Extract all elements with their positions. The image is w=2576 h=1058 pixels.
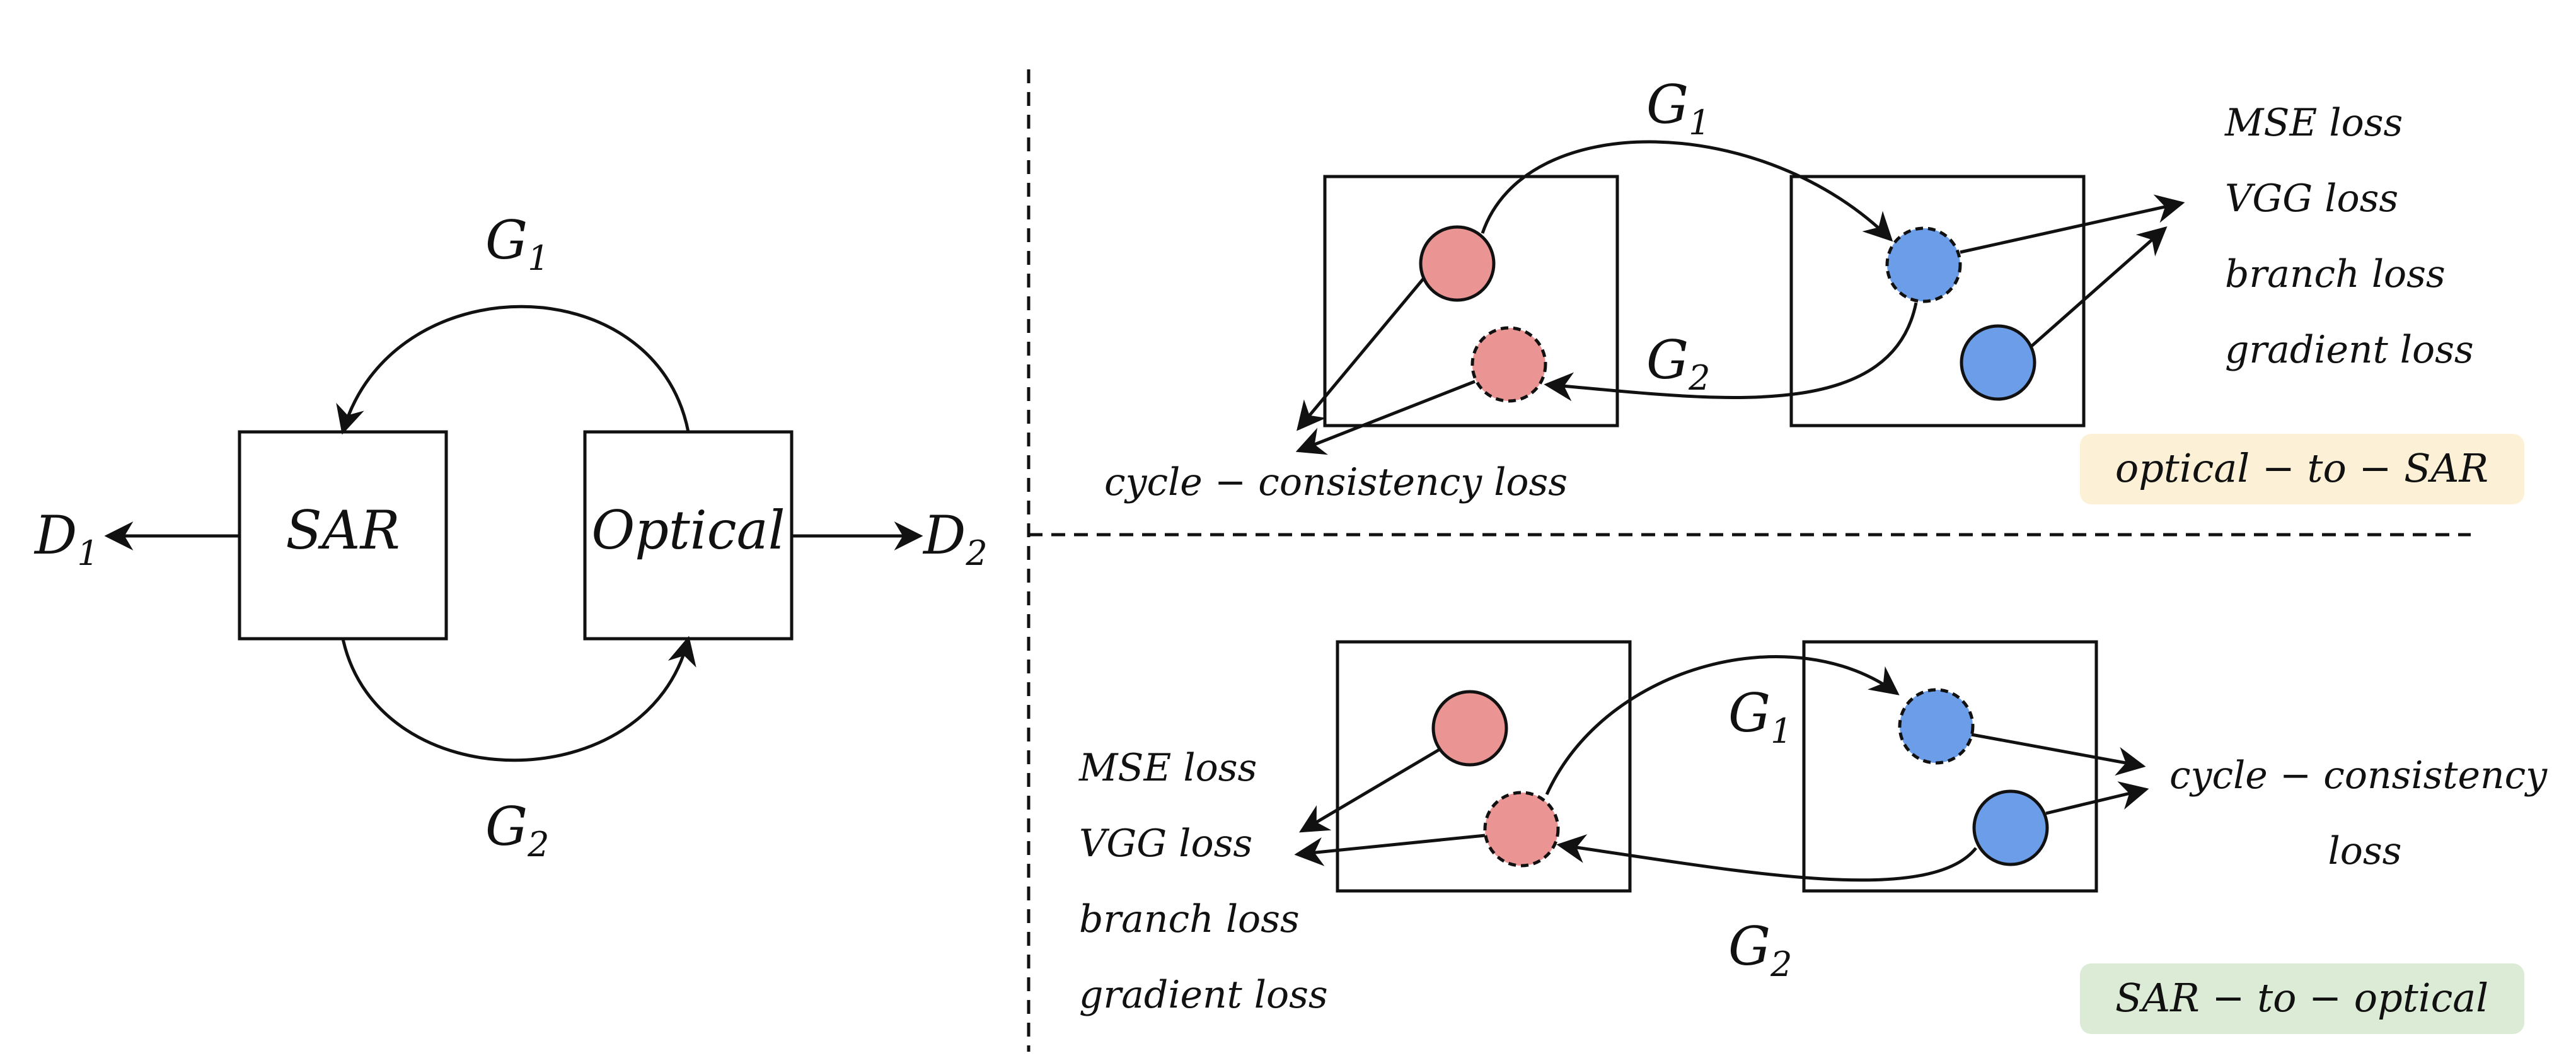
optical-box <box>583 430 794 641</box>
bottom-sar-box <box>1336 640 1632 893</box>
bottom-arrow-to-loss-2 <box>1294 834 1486 866</box>
g2-label: G2 <box>485 796 549 864</box>
top-arrow-to-cycle-2 <box>1295 380 1476 455</box>
top-g2-label: G2 <box>1646 329 1710 398</box>
top-loss-mse: MSE loss <box>2224 101 2403 145</box>
top-sar-reconstructed-circle <box>1470 326 1547 403</box>
bottom-g1-arrow <box>1545 655 1900 796</box>
bottom-loss-branch: branch loss <box>1079 897 1300 941</box>
top-direction-badge-label: optical − to − SAR <box>2115 445 2488 491</box>
bottom-panel: G1 G2 MSE loss VGG loss branch loss grad… <box>1078 640 2548 1034</box>
top-g1-label: G1 <box>1646 74 1710 142</box>
bottom-loss-gradient: gradient loss <box>1079 973 1328 1017</box>
bottom-optical-real-circle <box>1972 789 2049 866</box>
bottom-optical-box <box>1802 640 2098 893</box>
bottom-cycle-loss-line1: cycle − consistency <box>2169 753 2548 798</box>
bottom-arrow-to-cycle-1 <box>1971 733 2146 776</box>
bottom-sar-real-circle <box>1431 690 1508 767</box>
top-optical-generated-circle <box>1885 226 1962 303</box>
bottom-loss-vgg: VGG loss <box>1079 822 1252 866</box>
bottom-direction-badge <box>2080 963 2524 1034</box>
bottom-direction-badge-label: SAR − to − optical <box>2115 975 2488 1021</box>
bottom-optical-reconstructed-circle <box>1898 688 1975 765</box>
bottom-g2-label: G2 <box>1728 916 1792 984</box>
sar-box <box>238 430 448 641</box>
top-loss-branch: branch loss <box>2225 252 2446 296</box>
bottom-g2-arrow <box>1556 834 1977 882</box>
bottom-cycle-loss-line2: loss <box>2328 829 2402 873</box>
top-arrow-to-cycle-1 <box>1297 276 1426 431</box>
bottom-sar-generated-circle <box>1483 791 1560 868</box>
top-optical-real-circle <box>1960 324 2036 401</box>
g2-arc-arrow <box>341 636 696 762</box>
top-sar-real-circle <box>1419 225 1496 302</box>
d1-label: D1 <box>33 504 99 573</box>
sar-box-label: SAR <box>286 499 400 561</box>
top-loss-vgg: VGG loss <box>2225 177 2398 221</box>
top-cycle-loss: cycle − consistency loss <box>1104 460 1568 504</box>
top-direction-badge <box>2080 434 2524 504</box>
top-g1-arrow <box>1481 140 1893 242</box>
bottom-g1-label: G1 <box>1728 682 1792 751</box>
top-arrow-to-loss-2 <box>2030 226 2168 348</box>
top-loss-gradient: gradient loss <box>2225 328 2474 372</box>
top-optical-box <box>1789 175 2086 427</box>
optical-box-label: Optical <box>591 499 785 561</box>
bottom-arrow-to-loss-1 <box>1299 747 1441 833</box>
top-panel: G1 G2 MSE loss VGG loss branch loss grad… <box>1104 74 2524 504</box>
top-arrow-to-loss-1 <box>1960 194 2185 254</box>
g1-label: G1 <box>485 209 549 278</box>
bottom-arrow-to-cycle-2 <box>2045 781 2149 815</box>
d2-label: D2 <box>922 504 988 573</box>
g1-arc-arrow <box>336 305 690 435</box>
bottom-loss-mse: MSE loss <box>1078 746 1257 790</box>
left-panel: SAR Optical G1 G2 D1 D2 <box>33 209 988 864</box>
top-g2-arrow <box>1544 302 1918 402</box>
